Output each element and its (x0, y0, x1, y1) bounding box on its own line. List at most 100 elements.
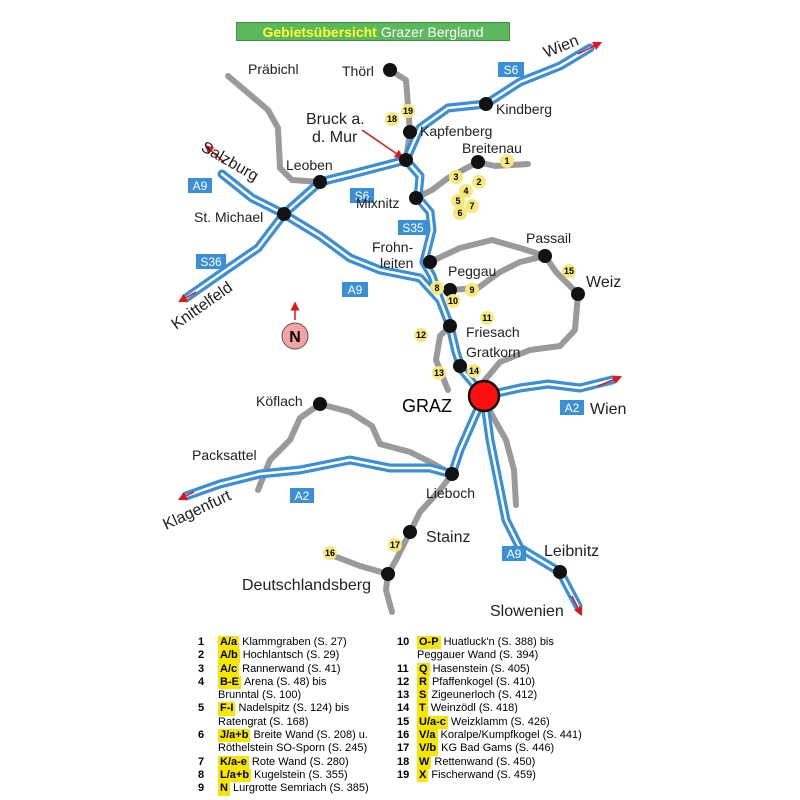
legend-number: 7 (198, 755, 205, 768)
legend-code: K/a-e (218, 755, 249, 769)
legend-name-continuation: Ratengrat (S. 168) (218, 715, 309, 728)
road-label-a9-south: A9 (507, 547, 522, 561)
legend-name-continuation: Peggauer Wand (S. 394) (417, 649, 539, 662)
legend-code: A/b (218, 649, 240, 663)
title-part-2: Grazer Bergland (380, 23, 484, 40)
road-label-s6-mid: S6 (355, 189, 370, 203)
legend-number: 17 (397, 742, 410, 755)
legend-name: Zigeunerloch (S. 412) (431, 689, 538, 702)
marker-9: 9 (465, 283, 479, 297)
svg-text:14: 14 (469, 366, 479, 376)
town-leoben: Leoben (286, 157, 333, 173)
town-stainz: Stainz (426, 529, 470, 546)
legend-name: Hasenstein (S. 405) (432, 662, 530, 675)
legend-code: R (417, 675, 429, 690)
motorways (181, 43, 617, 611)
town-koeflach: Köflach (256, 393, 303, 409)
road-label-a2-right: A2 (565, 401, 580, 415)
svg-text:4: 4 (463, 186, 468, 196)
svg-text:15: 15 (564, 266, 574, 276)
town-kapfenberg: Kapfenberg (420, 123, 492, 139)
marker-16: 16 (323, 546, 337, 560)
legend-code: A/a (218, 636, 240, 650)
marker-2: 2 (472, 175, 486, 189)
legend-code: L/a+b (218, 768, 252, 783)
svg-text:6: 6 (457, 208, 462, 218)
legend-code: F-I (218, 702, 236, 716)
legend-number: 4 (198, 675, 205, 688)
legend-code: J/a+b (218, 729, 251, 743)
legend-name: Rettenwand (S. 450) (434, 755, 536, 768)
legend-code: U/a-c (417, 715, 448, 730)
town-thoerl: Thörl (342, 63, 374, 79)
marker-13: 13 (432, 366, 446, 380)
town-peggau: Peggau (448, 263, 496, 279)
map-title: Gebietsübersicht Grazer Bergland (236, 22, 510, 41)
svg-text:8: 8 (434, 283, 439, 293)
town-deutschlandsberg: Deutschlandsberg (242, 577, 371, 594)
road-label-a9-center: A9 (348, 283, 363, 297)
legend-number: 9 (198, 782, 205, 795)
legend-name: Huatluck'n (S. 388) bis (443, 636, 554, 648)
legend-number: 15 (397, 715, 410, 728)
town-lieboch: Lieboch (426, 485, 475, 501)
town-kindberg: Kindberg (496, 101, 552, 117)
town-friesach: Friesach (466, 324, 520, 340)
legend-number: 1 (198, 636, 205, 648)
legend-code: Q (417, 662, 430, 676)
marker-1: 1 (500, 154, 514, 168)
road-label-a9-left: A9 (193, 179, 208, 193)
legend-name: Lurgrotte Semriach (S. 385) (232, 782, 369, 795)
marker-14: 14 (467, 364, 481, 378)
legend-code: B-E (218, 675, 241, 690)
town-praebichl: Präbichl (248, 61, 299, 77)
legend-code: X (417, 768, 429, 783)
legend-name: Breite Wand (S. 208) u. (253, 729, 368, 742)
legend-number: 19 (397, 768, 410, 781)
marker-7: 7 (465, 199, 479, 213)
road-label-a2-left: A2 (295, 489, 310, 503)
legend-number: 6 (198, 729, 205, 742)
legend-number: 18 (397, 755, 410, 768)
legend-name: Kugelstein (S. 355) (254, 768, 348, 781)
north-label: N (289, 329, 301, 346)
legend-number: 16 (397, 729, 410, 742)
town-leibnitz: Leibnitz (544, 543, 599, 560)
marker-19: 19 (401, 104, 415, 118)
svg-text:11: 11 (482, 313, 492, 323)
road-shields: S6 S6 A9 S36 S35 A9 A2 A2 A9 (188, 62, 584, 561)
road-label-s6-top: S6 (504, 63, 519, 77)
svg-text:1: 1 (504, 156, 509, 166)
town-passail: Passail (526, 230, 571, 246)
legend-name: Fischerwand (S. 459) (431, 768, 536, 781)
legend-name: Hochlantsch (S. 29) (242, 649, 340, 662)
town-frohnleiten-2: leiten (380, 255, 413, 271)
marker-3: 3 (449, 170, 463, 184)
svg-text:17: 17 (390, 540, 400, 550)
marker-10: 10 (446, 294, 460, 308)
climbing-area-markers: 1 2 3 4 5 6 7 8 9 10 11 12 13 14 15 16 1… (323, 104, 576, 560)
legend-code: N (218, 782, 230, 796)
legend-number: 14 (397, 702, 410, 715)
marker-15: 15 (562, 264, 576, 278)
legend-number: 5 (198, 702, 205, 715)
marker-12: 12 (414, 328, 428, 342)
marker-4: 4 (459, 184, 473, 198)
legend-name: Weizklamm (S. 426) (450, 715, 550, 728)
marker-6: 6 (453, 206, 467, 220)
legend-number: 13 (397, 689, 410, 702)
svg-text:5: 5 (455, 196, 460, 206)
